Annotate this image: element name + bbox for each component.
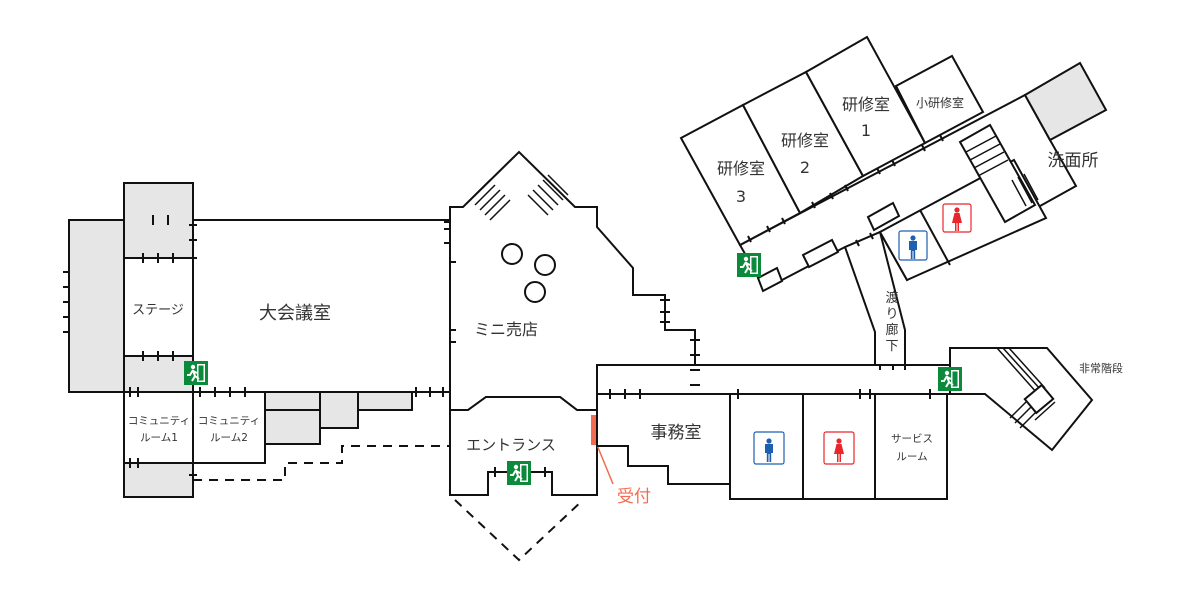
emergency-exit-icon	[506, 460, 532, 486]
label-community-2: ルーム2	[210, 432, 248, 444]
label-training-1: 1	[861, 121, 871, 140]
label-training-2: 2	[800, 158, 810, 177]
label-community-1: ルーム1	[140, 432, 178, 444]
step-area	[264, 391, 321, 411]
label-community-2: コミュニティ	[198, 415, 260, 427]
reception-leader-line	[596, 444, 614, 485]
table-icon	[534, 254, 556, 276]
label-training-3: 研修室	[717, 159, 765, 178]
grey-side-area	[68, 219, 125, 393]
room-community-2[interactable]	[192, 391, 266, 464]
stairs-icon	[469, 174, 569, 221]
room-service[interactable]	[874, 393, 948, 500]
left-wing	[63, 182, 451, 498]
storage	[866, 201, 901, 232]
men-restroom-icon	[753, 431, 785, 465]
step-area	[319, 391, 359, 429]
room-small-training[interactable]	[894, 54, 985, 145]
canopy-outline	[454, 499, 584, 562]
stairs-icon	[965, 135, 1039, 207]
label-connecting-corridor: 下	[885, 339, 898, 354]
label-service-room: サービス	[891, 433, 933, 445]
wall	[919, 209, 951, 266]
label-washroom: 洗面所	[1048, 151, 1099, 171]
label-connecting-corridor: 廊	[885, 322, 898, 338]
label-training-1: 研修室	[842, 95, 890, 114]
label-connecting-corridor: り	[885, 307, 898, 322]
label-small-training: 小研修室	[916, 95, 964, 110]
emergency-exit-icon	[736, 252, 762, 278]
label-main-hall: 大会議室	[259, 303, 331, 324]
emergency-exit-icon	[937, 366, 963, 392]
label-stage: ステージ	[132, 303, 184, 318]
table-icon	[524, 281, 546, 303]
door-ticks	[63, 215, 450, 476]
emergency-stairs[interactable]	[949, 347, 1094, 452]
door-ticks	[747, 134, 944, 247]
label-emergency-stairs: 非常階段	[1079, 361, 1123, 375]
room-stage[interactable]	[123, 257, 194, 357]
step-area	[357, 391, 413, 411]
label-training-3: 3	[736, 187, 746, 206]
label-entrance: エントランス	[466, 436, 556, 454]
storage	[801, 238, 840, 269]
room-main-hall[interactable]	[192, 219, 451, 393]
corridor	[596, 364, 951, 395]
label-mini-shop: ミニ売店	[474, 320, 538, 339]
landing	[1023, 383, 1055, 415]
table-icon	[501, 243, 523, 265]
label-community-1: コミュニティ	[128, 415, 190, 427]
room-community-1[interactable]	[123, 391, 194, 464]
label-training-2: 研修室	[781, 131, 829, 150]
label-reception: 受付	[617, 487, 651, 507]
room-entrance[interactable]	[449, 396, 598, 496]
outdoor-path-outline	[193, 445, 450, 481]
women-restroom-icon	[942, 203, 972, 233]
wing-stairs	[958, 123, 1037, 224]
training-wing	[679, 35, 1108, 293]
label-office: 事務室	[651, 423, 702, 443]
label-connecting-corridor: 渡	[885, 290, 898, 306]
emergency-exit-icon	[183, 360, 209, 386]
step-area	[264, 409, 321, 445]
grey-wing-area	[1023, 61, 1108, 142]
label-service-room: ルーム	[896, 451, 927, 463]
stairs-icon	[996, 347, 1056, 429]
women-restroom-icon	[823, 431, 855, 465]
reception-counter[interactable]	[591, 415, 598, 445]
men-restroom-icon	[898, 230, 928, 261]
storage	[756, 266, 784, 293]
